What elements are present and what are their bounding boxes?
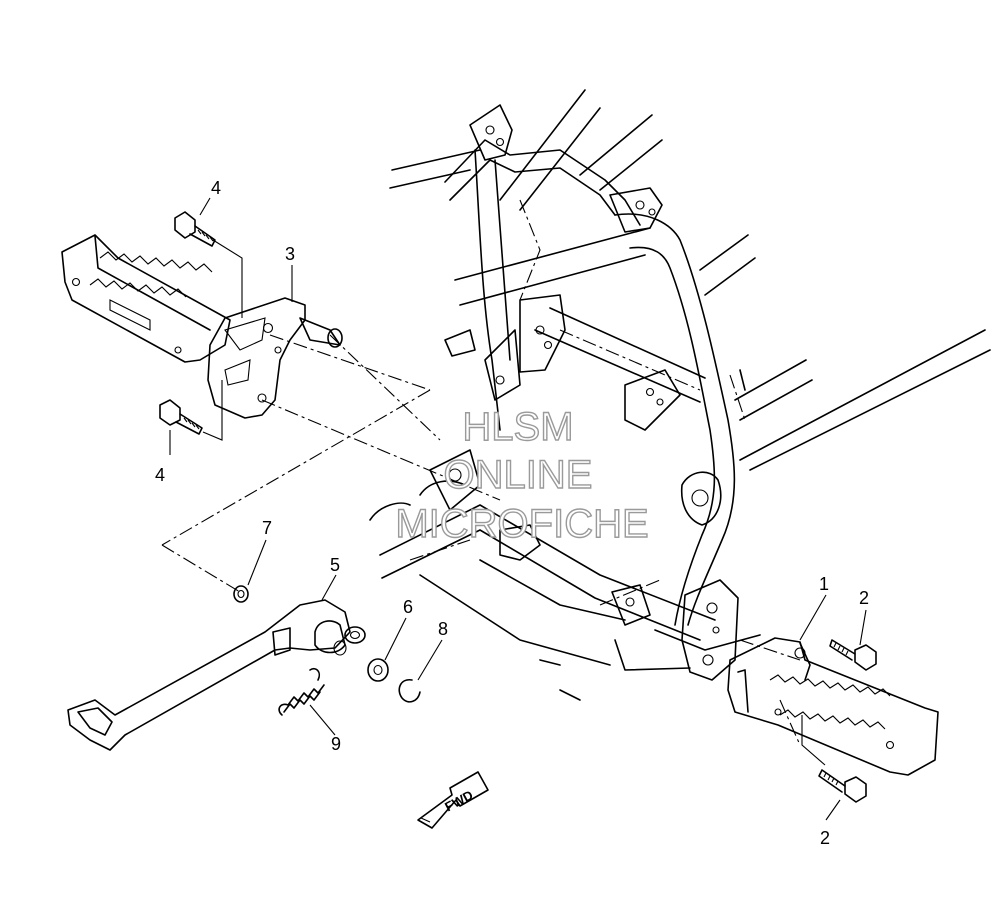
callout-2-top: 2 [859,588,869,608]
watermark-line-2: ONLINE [444,453,593,497]
callout-9: 9 [331,734,341,754]
callout-4-top: 4 [211,178,221,198]
fwd-label: FWD [442,787,475,814]
circlip-8 [398,679,421,703]
callout-6: 6 [403,597,413,617]
footrest-left [61,234,231,363]
washer-6 [367,658,389,682]
bolt-2-bottom [818,769,867,803]
bolt-4-top [174,211,216,247]
watermark-line-3: MICROFICHE [395,502,648,546]
leaders-right [799,594,867,821]
spring-9 [278,667,325,716]
callouts: 1 2 2 3 4 4 5 6 7 8 9 [155,178,869,848]
callout-5: 5 [330,555,340,575]
callout-2-bottom: 2 [820,828,830,848]
callout-4-bottom: 4 [155,465,165,485]
bolt-2-top [829,639,877,671]
footrest-bracket-left [207,297,343,419]
alignment-lines [161,334,801,746]
callout-8: 8 [438,619,448,639]
bushing-7 [233,585,249,603]
callout-1: 1 [819,574,829,594]
watermark-line-1: HLSM [462,405,573,449]
callout-7: 7 [262,518,272,538]
callout-3: 3 [285,244,295,264]
leaders-left [169,197,293,455]
brake-pedal [67,599,366,751]
bolt-4-bottom [159,399,203,435]
frame [369,89,991,701]
leaders-pedal [247,539,443,736]
watermark: HLSM ONLINE MICROFICHE [395,404,650,546]
fwd-arrow-icon: FWD [417,771,489,829]
footrest-right [727,637,939,776]
